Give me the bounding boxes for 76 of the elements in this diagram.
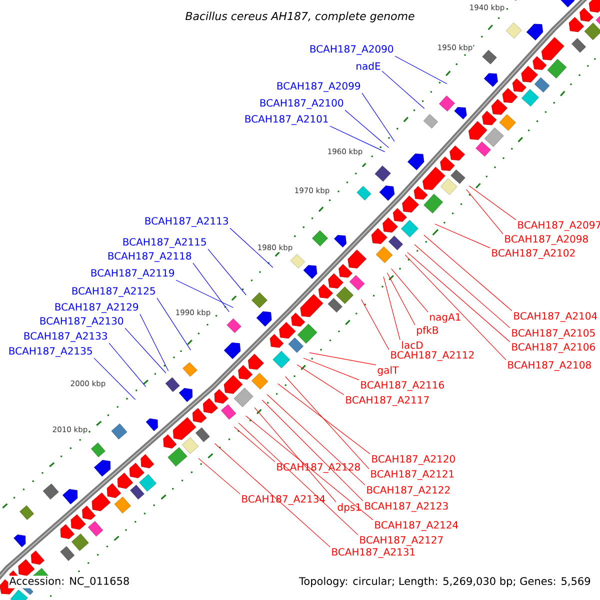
gene-label: BCAH187_A2120 bbox=[372, 455, 455, 465]
title: Bacillus cereus AH187, complete genome bbox=[186, 12, 414, 22]
leader-line bbox=[176, 280, 234, 308]
gene-label: galT bbox=[378, 366, 399, 376]
gene-label: BCAH187_A2135 bbox=[9, 347, 92, 357]
leader-line bbox=[394, 56, 448, 84]
leader-line bbox=[214, 443, 330, 548]
gene-label: BCAH187_A2121 bbox=[371, 470, 454, 480]
gene-label: BCAH187_A2119 bbox=[91, 269, 174, 279]
leader-line bbox=[192, 262, 230, 312]
gene-label: BCAH187_A2099 bbox=[277, 82, 360, 92]
leader-line bbox=[466, 189, 504, 234]
gene-label: BCAH187_A2129 bbox=[55, 303, 138, 313]
leader-line bbox=[330, 126, 386, 152]
leader-line bbox=[140, 314, 169, 372]
leader-line bbox=[234, 426, 276, 462]
leader-line bbox=[296, 364, 344, 396]
gene-label: dps1 bbox=[338, 503, 361, 513]
accession-label: Accession: NC_011658 bbox=[8, 576, 131, 588]
gene-label: BCAH187_A2105 bbox=[512, 329, 595, 339]
gene-label: BCAH187_A2133 bbox=[24, 332, 107, 342]
gene-label: BCAH187_A2104 bbox=[514, 312, 598, 322]
leader-line bbox=[208, 248, 246, 296]
leader-line bbox=[362, 92, 395, 142]
gene-label: BCAH187_A2090 bbox=[310, 45, 394, 55]
gene-label: BCAH187_A2130 bbox=[40, 317, 124, 327]
gene-label: BCAH187_A2123 bbox=[365, 502, 448, 512]
leader-line bbox=[254, 407, 336, 502]
gene-label: BCAH187_A2100 bbox=[260, 99, 344, 109]
gene-label: nagA1 bbox=[430, 313, 460, 323]
leader-line bbox=[262, 400, 364, 502]
leader-line bbox=[383, 276, 400, 340]
gene-label: BCAH187_A2102 bbox=[492, 249, 575, 259]
genome-info-label: Topology: circular; Length: 5,269,030 bp; Genes: 5,569 bbox=[299, 576, 590, 588]
gene-label: BCAH187_A2117 bbox=[346, 396, 429, 406]
gene-label: BCAH187_A2118 bbox=[108, 252, 192, 262]
leader-line bbox=[303, 358, 360, 380]
gene-label: nadE bbox=[356, 62, 380, 70]
gene-label: BCAH187_A2115 bbox=[123, 238, 206, 248]
gene-label: BCAH187_A2101 bbox=[245, 115, 328, 125]
gene-label: pfkB bbox=[417, 326, 438, 336]
leader-line bbox=[124, 328, 166, 374]
gene-label: BCAH187_A2127 bbox=[360, 536, 443, 546]
leader-line bbox=[309, 352, 376, 366]
leader-line bbox=[198, 458, 240, 494]
gene-label: BCAH187_A2106 bbox=[512, 343, 595, 353]
leader-line bbox=[246, 416, 374, 520]
leader-line bbox=[344, 110, 390, 148]
leader-line bbox=[361, 299, 390, 350]
leader-line bbox=[407, 252, 510, 342]
leader-line bbox=[382, 70, 425, 109]
leader-line bbox=[414, 244, 510, 328]
leader-line bbox=[94, 358, 136, 400]
leader-line bbox=[424, 234, 512, 312]
gene-label: BCAH187_A2098 bbox=[505, 235, 588, 245]
leader-line bbox=[434, 224, 490, 248]
gene-label: BCAH187_A2112 bbox=[391, 351, 474, 361]
gene-label: BCAH187_A2125 bbox=[72, 287, 155, 297]
gene-label: BCAH187_A2122 bbox=[367, 486, 450, 496]
leader-line bbox=[108, 342, 146, 388]
leader-line bbox=[266, 394, 366, 486]
leader-line bbox=[238, 422, 358, 536]
leader-line bbox=[156, 298, 191, 350]
leader-line bbox=[468, 186, 516, 220]
gene-label: BCAH187_A2116 bbox=[361, 381, 444, 391]
gene-label: BCAH187_A2124 bbox=[375, 521, 458, 531]
leader-line bbox=[285, 376, 370, 470]
leader-line bbox=[404, 254, 506, 360]
leader-line bbox=[278, 383, 370, 454]
leader-line bbox=[391, 268, 428, 312]
leader-line bbox=[230, 228, 274, 268]
gene-label: BCAH187_A2131 bbox=[332, 548, 415, 558]
gene-label: BCAH187_A2113 bbox=[145, 217, 228, 227]
gene-label: lacD bbox=[402, 341, 423, 349]
leader-line bbox=[386, 272, 416, 326]
gene-label: BCAH187_A2108 bbox=[508, 361, 591, 371]
